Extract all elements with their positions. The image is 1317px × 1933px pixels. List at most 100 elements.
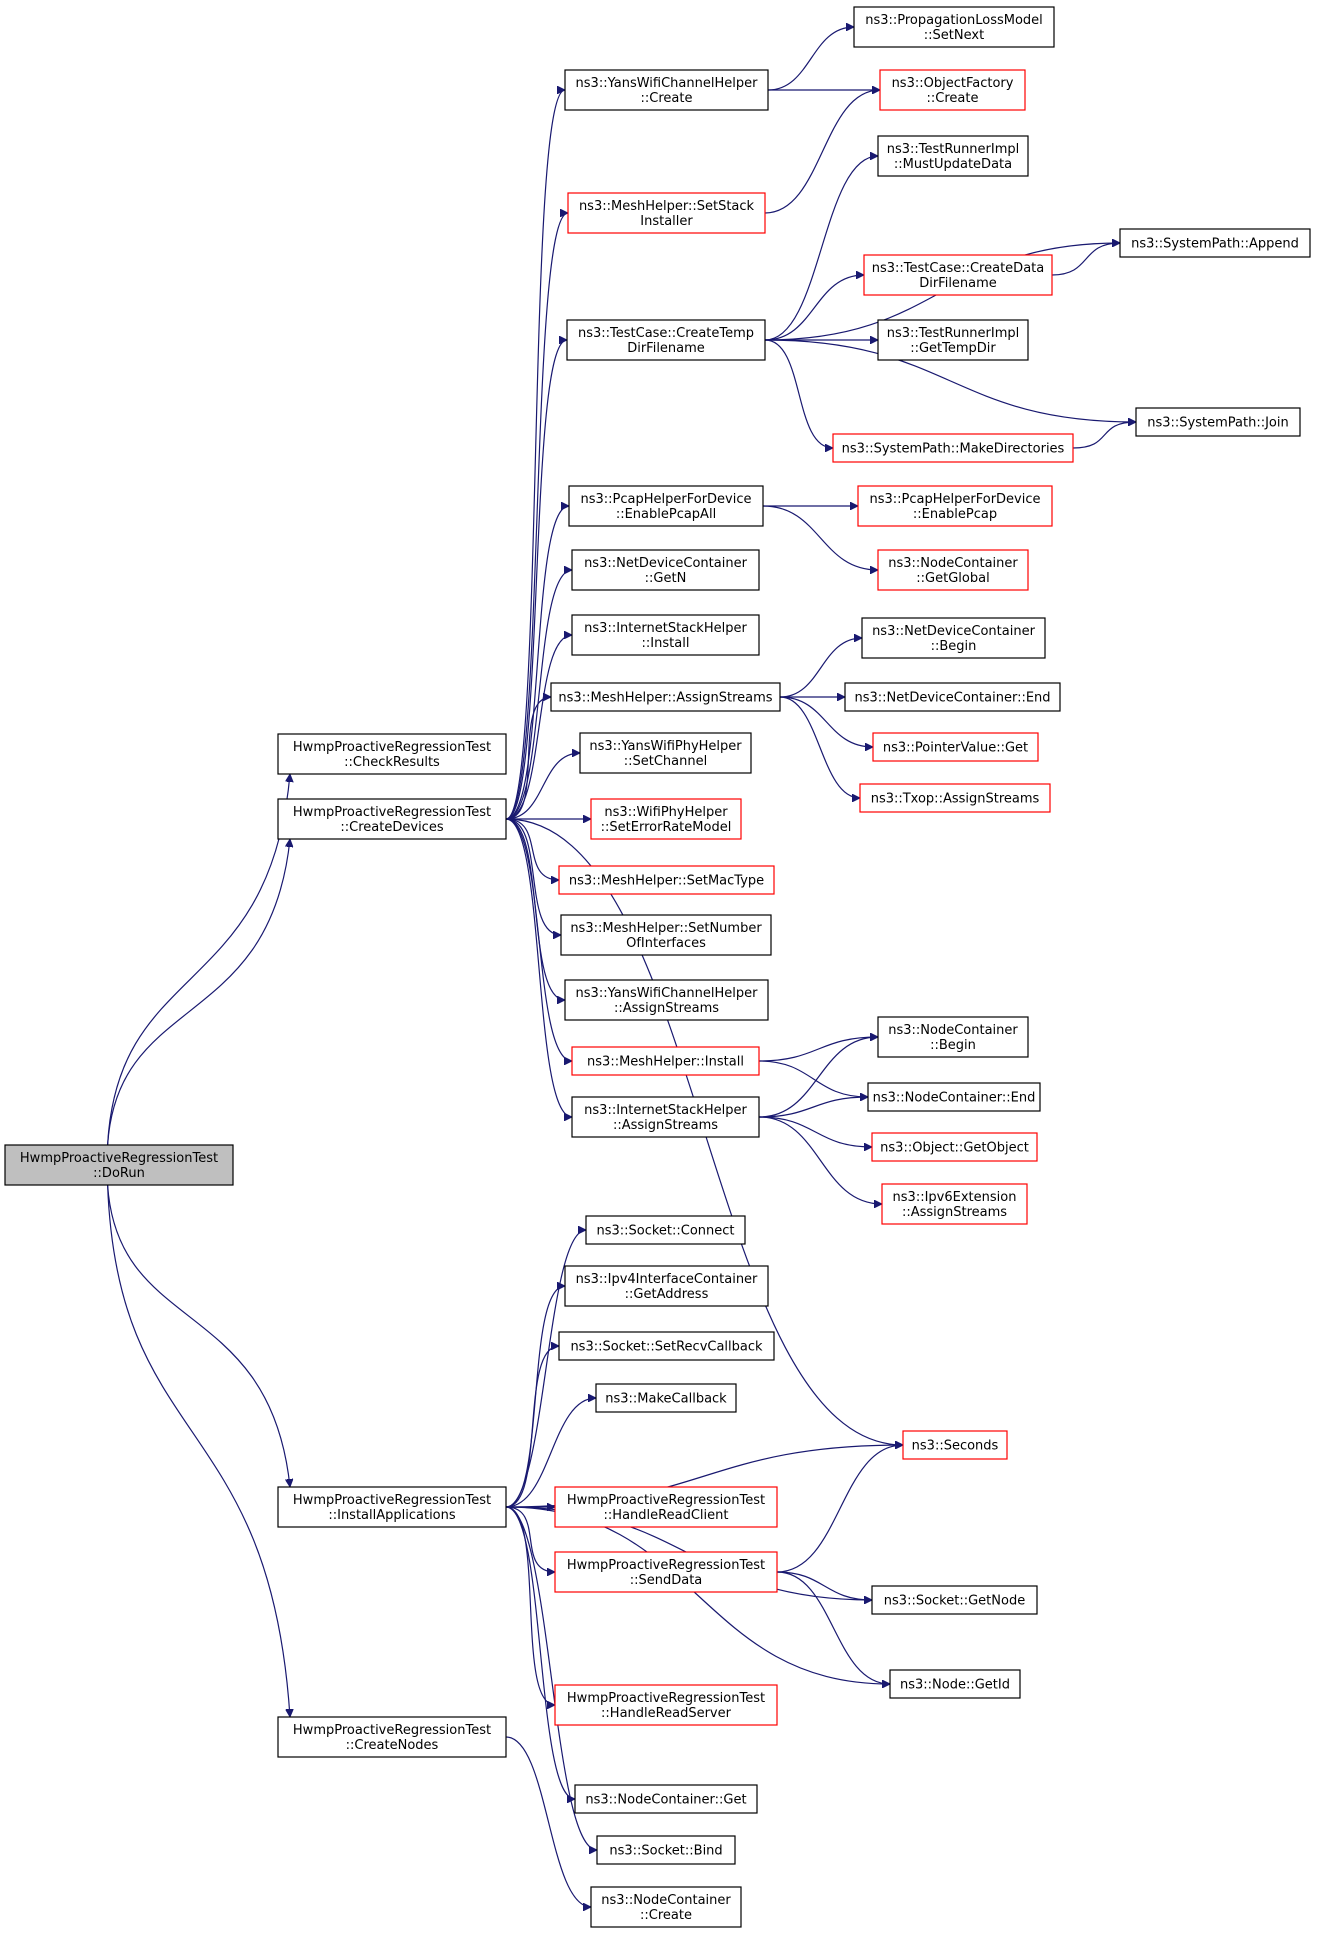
- node-objfactory[interactable]: ns3::ObjectFactory::Create: [879, 69, 1026, 111]
- node-label: ns3::PcapHelperForDevice: [870, 492, 1041, 507]
- node-label: ns3::NodeContainer: [601, 1893, 731, 1908]
- node-label: ns3::WifiPhyHelper: [604, 805, 728, 820]
- node-box: [277, 733, 507, 775]
- node-label: ns3::YansWifiChannelHelper: [576, 986, 759, 1001]
- node-readclient[interactable]: HwmpProactiveRegressionTest::HandleReadC…: [554, 1486, 778, 1528]
- node-sockconnect[interactable]: ns3::Socket::Connect: [585, 1215, 746, 1245]
- node-pvget[interactable]: ns3::PointerValue::Get: [872, 732, 1039, 762]
- node-label: HwmpProactiveRegressionTest: [20, 1151, 218, 1166]
- node-label: ::DoRun: [93, 1166, 145, 1181]
- node-label: ::CheckResults: [344, 755, 440, 770]
- node-pcapall[interactable]: ns3::PcapHelperForDevice::EnablePcapAll: [568, 485, 764, 527]
- node-label: ns3::NetDeviceContainer: [584, 556, 748, 571]
- call-edges: [107, 27, 1136, 1907]
- node-dorun[interactable]: HwmpProactiveRegressionTest::DoRun: [4, 1144, 234, 1186]
- node-mustupdate[interactable]: ns3::TestRunnerImpl::MustUpdateData: [877, 135, 1029, 177]
- edge-createtemp-to-createdata: [764, 275, 864, 341]
- node-getobject[interactable]: ns3::Object::GetObject: [871, 1132, 1038, 1162]
- node-box: [566, 319, 766, 361]
- node-sockbind[interactable]: ns3::Socket::Bind: [596, 1835, 736, 1865]
- node-label: ns3::Seconds: [912, 1439, 999, 1454]
- edge-createtemp-to-makedirs: [764, 339, 833, 448]
- node-txop[interactable]: ns3::Txop::AssignStreams: [859, 783, 1051, 813]
- node-label: ::SetErrorRateModel: [601, 820, 732, 835]
- edge-dorun-to-createnodes: [107, 1184, 290, 1717]
- node-box: [568, 485, 764, 527]
- node-box: [564, 1265, 769, 1307]
- node-box: [872, 732, 1039, 762]
- node-box: [859, 783, 1051, 813]
- node-ncget[interactable]: ns3::NodeContainer::Get: [574, 1784, 758, 1814]
- edge-meshinstall-to-ncbegin: [758, 1037, 878, 1062]
- node-nodegetid[interactable]: ns3::Node::GetId: [889, 1669, 1021, 1699]
- node-setmactype[interactable]: ns3::MeshHelper::SetMacType: [558, 865, 775, 895]
- node-createdevices[interactable]: HwmpProactiveRegressionTest::CreateDevic…: [277, 798, 507, 840]
- node-label: ns3::MeshHelper::SetNumber: [570, 921, 762, 936]
- node-ipv6ext[interactable]: ns3::Ipv6Extension::AssignStreams: [881, 1183, 1028, 1225]
- edge-createnodes-to-nccreate: [505, 1736, 592, 1907]
- node-box: [861, 617, 1046, 659]
- node-label: ::Begin: [931, 639, 977, 654]
- node-meshinstall[interactable]: ns3::MeshHelper::Install: [571, 1046, 760, 1076]
- node-ndcend[interactable]: ns3::NetDeviceContainer::End: [844, 682, 1061, 712]
- edge-ishassign-to-ncend: [758, 1097, 868, 1118]
- edge-setstack-to-objfactory: [764, 90, 880, 214]
- edge-senddata-to-seconds: [776, 1445, 903, 1573]
- node-ishassign[interactable]: ns3::InternetStackHelper::AssignStreams: [571, 1096, 760, 1138]
- node-ncglobal[interactable]: ns3::NodeContainer::GetGlobal: [877, 549, 1029, 591]
- node-senddata[interactable]: HwmpProactiveRegressionTest::SendData: [554, 1551, 778, 1593]
- node-setchannel[interactable]: ns3::YansWifiPhyHelper::SetChannel: [579, 732, 752, 774]
- node-box: [871, 1132, 1038, 1162]
- node-ncbegin[interactable]: ns3::NodeContainer::Begin: [877, 1016, 1029, 1058]
- node-proploss[interactable]: ns3::PropagationLossModel::SetNext: [853, 6, 1055, 48]
- node-join[interactable]: ns3::SystemPath::Join: [1135, 407, 1301, 437]
- edge-dorun-to-createdevices: [107, 839, 290, 1146]
- node-label: ns3::MakeCallback: [605, 1392, 727, 1407]
- node-meshassign[interactable]: ns3::MeshHelper::AssignStreams: [550, 682, 781, 712]
- node-checkresults[interactable]: HwmpProactiveRegressionTest::CheckResult…: [277, 733, 507, 775]
- node-readserver[interactable]: HwmpProactiveRegressionTest::HandleReadS…: [554, 1684, 778, 1726]
- node-box: [567, 192, 766, 234]
- edge-createdevices-to-ishinstall: [505, 635, 573, 820]
- node-setrecv[interactable]: ns3::Socket::SetRecvCallback: [558, 1331, 775, 1361]
- node-enablepcap[interactable]: ns3::PcapHelperForDevice::EnablePcap: [857, 485, 1053, 527]
- node-label: HwmpProactiveRegressionTest: [567, 1558, 765, 1573]
- edge-installapps-to-ncget: [505, 1506, 576, 1799]
- node-ishinstall[interactable]: ns3::InternetStackHelper::Install: [571, 614, 760, 656]
- node-makedirs[interactable]: ns3::SystemPath::MakeDirectories: [832, 433, 1074, 463]
- node-box: [877, 319, 1029, 361]
- node-seconds[interactable]: ns3::Seconds: [902, 1430, 1008, 1460]
- node-createnodes[interactable]: HwmpProactiveRegressionTest::CreateNodes: [277, 1716, 507, 1758]
- node-gettempdir[interactable]: ns3::TestRunnerImpl::GetTempDir: [877, 319, 1029, 361]
- node-append[interactable]: ns3::SystemPath::Append: [1119, 228, 1311, 258]
- node-ncend[interactable]: ns3::NodeContainer::End: [867, 1082, 1041, 1112]
- node-ipv4addr[interactable]: ns3::Ipv4InterfaceContainer::GetAddress: [564, 1265, 769, 1307]
- node-label: ::Install: [642, 636, 690, 651]
- node-sockgetnode[interactable]: ns3::Socket::GetNode: [871, 1585, 1038, 1615]
- node-label: ns3::PointerValue::Get: [883, 741, 1028, 756]
- node-label: ns3::SystemPath::MakeDirectories: [842, 442, 1065, 457]
- node-label: ::HandleReadClient: [604, 1508, 729, 1523]
- node-label: ns3::SystemPath::Append: [1131, 237, 1299, 252]
- node-label: ns3::Socket::Connect: [596, 1224, 734, 1239]
- node-yanschassign[interactable]: ns3::YansWifiChannelHelper::AssignStream…: [564, 979, 769, 1021]
- node-nccreate[interactable]: ns3::NodeContainer::Create: [590, 1886, 742, 1928]
- node-installapps[interactable]: HwmpProactiveRegressionTest::InstallAppl…: [277, 1486, 507, 1528]
- edge-createdevices-to-createtemp: [505, 340, 568, 820]
- node-label: ::CreateDevices: [340, 820, 443, 835]
- node-box: [881, 1183, 1028, 1225]
- node-box: [1135, 407, 1301, 437]
- node-ndcgetn[interactable]: ns3::NetDeviceContainer::GetN: [571, 549, 760, 591]
- node-makecb[interactable]: ns3::MakeCallback: [595, 1383, 737, 1413]
- node-box: [4, 1144, 234, 1186]
- node-ndcbegin[interactable]: ns3::NetDeviceContainer::Begin: [861, 617, 1046, 659]
- edge-createtemp-to-mustupdate: [764, 156, 878, 341]
- node-yanschcreate[interactable]: ns3::YansWifiChannelHelper::Create: [564, 69, 769, 111]
- node-seterror[interactable]: ns3::WifiPhyHelper::SetErrorRateModel: [590, 798, 742, 840]
- edge-createdevices-to-ndcgetn: [505, 570, 573, 820]
